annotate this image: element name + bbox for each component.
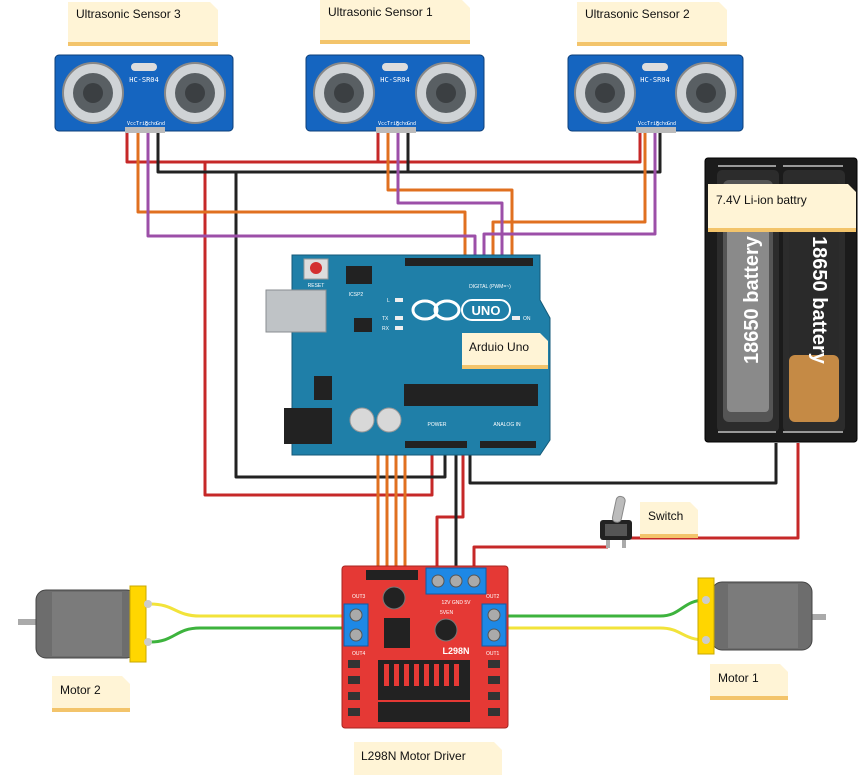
arduino-uno: RESET ICSP2 DIGITAL (PWM=~) L TX RX UNO …: [265, 254, 551, 456]
wire-vcc-to-arduino: [203, 162, 434, 497]
note-motor-1-text: Motor 1: [718, 671, 759, 685]
pin-label-gnd: Gnd: [407, 121, 416, 127]
note-ultrasonic-sensor-3: Ultrasonic Sensor 3: [68, 2, 218, 46]
board-name: UNO: [472, 303, 501, 318]
pin-label-vcc: Vcc: [127, 121, 136, 127]
pin-label-vcc: Vcc: [638, 121, 647, 127]
wire-echo-sensor2: [482, 130, 657, 262]
wire-trig-sensor1: [386, 130, 514, 262]
digital-header-label: DIGITAL (PWM=~): [469, 284, 511, 290]
pin-label-gnd: Gnd: [156, 121, 165, 127]
note-ultrasonic-sensor-2-text: Ultrasonic Sensor 2: [585, 7, 690, 21]
motor-2: [18, 585, 152, 663]
l298n-motor-driver: 12V GND 5V OUT3 OUT4 OUT2 OUT1 5VEN L298…: [341, 565, 509, 729]
note-motor-driver: L298N Motor Driver: [354, 742, 502, 775]
pin-label-gnd: Gnd: [667, 121, 676, 127]
pin-label-trig: Trig: [136, 121, 148, 127]
wire-trig-sensor3: [136, 130, 467, 262]
driver-out1-label: OUT1: [486, 651, 500, 657]
pin-label-echo: Echo: [145, 121, 157, 127]
wire-switch-to-driver: [472, 545, 608, 572]
wire-gnd-to-arduino: [234, 172, 447, 479]
ultrasonic-sensor-2: HC-SR04 Vcc Trig Echo Gnd: [567, 54, 744, 133]
wire-echo-sensor1: [396, 130, 504, 262]
ultrasonic-sensor-3: HC-SR04 Vcc Trig Echo Gnd: [54, 54, 234, 133]
sensor-model-label: HC-SR04: [380, 76, 410, 84]
icsp-label: ICSP2: [349, 292, 364, 298]
power-header-label: POWER: [428, 422, 447, 428]
driver-en-label: 5VEN: [440, 610, 453, 616]
led-tx-label: TX: [382, 316, 389, 322]
note-ultrasonic-sensor-3-text: Ultrasonic Sensor 3: [76, 7, 181, 21]
note-ultrasonic-sensor-1: Ultrasonic Sensor 1: [320, 0, 470, 44]
reset-label: RESET: [308, 283, 325, 289]
led-rx-label: RX: [382, 326, 390, 332]
pin-label-trig: Trig: [387, 121, 399, 127]
note-switch: Switch: [640, 502, 698, 538]
wire-driver-5v: [435, 443, 465, 572]
wire-echo-sensor3: [146, 130, 477, 262]
wire-trig-sensor2: [491, 130, 647, 262]
note-ultrasonic-sensor-1-text: Ultrasonic Sensor 1: [328, 5, 433, 19]
note-motor-driver-text: L298N Motor Driver: [361, 749, 466, 763]
wire-motor2-b: [149, 626, 350, 644]
wire-motor2-a: [149, 602, 350, 618]
battery-cell-right-label: 18650 battery: [808, 236, 830, 365]
wire-motor1-b: [500, 626, 707, 642]
note-motor-1: Motor 1: [710, 664, 788, 700]
note-battery: 7.4V Li-ion battry: [708, 184, 856, 232]
wire-vcc-bus: [125, 130, 642, 164]
sensor-model-label: HC-SR04: [129, 76, 159, 84]
battery-cell-left-label: 18650 battery: [741, 235, 763, 364]
note-motor-2-text: Motor 2: [60, 683, 101, 697]
driver-out4-label: OUT4: [352, 651, 366, 657]
pin-label-vcc: Vcc: [378, 121, 387, 127]
driver-chip-label: L298N: [442, 646, 469, 656]
driver-out2-label: OUT2: [486, 594, 500, 600]
wire-motor1-a: [500, 598, 707, 618]
note-arduino-text: Arduio Uno: [469, 340, 529, 354]
driver-out3-label: OUT3: [352, 594, 366, 600]
note-ultrasonic-sensor-2: Ultrasonic Sensor 2: [577, 2, 727, 46]
pin-label-trig: Trig: [647, 121, 659, 127]
note-motor-2: Motor 2: [52, 676, 130, 712]
led-on-label: ON: [523, 316, 531, 322]
note-battery-text: 7.4V Li-ion battry: [716, 193, 807, 207]
pin-label-echo: Echo: [396, 121, 408, 127]
driver-power-labels: 12V GND 5V: [442, 600, 472, 606]
wire-battery-gnd: [468, 443, 778, 485]
note-switch-text: Switch: [648, 509, 683, 523]
led-l-label: L: [387, 298, 390, 304]
switch[interactable]: [600, 495, 632, 548]
sensor-model-label: HC-SR04: [640, 76, 670, 84]
analog-header-label: ANALOG IN: [493, 422, 521, 428]
ultrasonic-sensor-1: HC-SR04 Vcc Trig Echo Gnd: [305, 54, 485, 133]
motor-1: [697, 577, 826, 655]
note-arduino: Arduio Uno: [462, 333, 548, 369]
pin-label-echo: Echo: [656, 121, 668, 127]
